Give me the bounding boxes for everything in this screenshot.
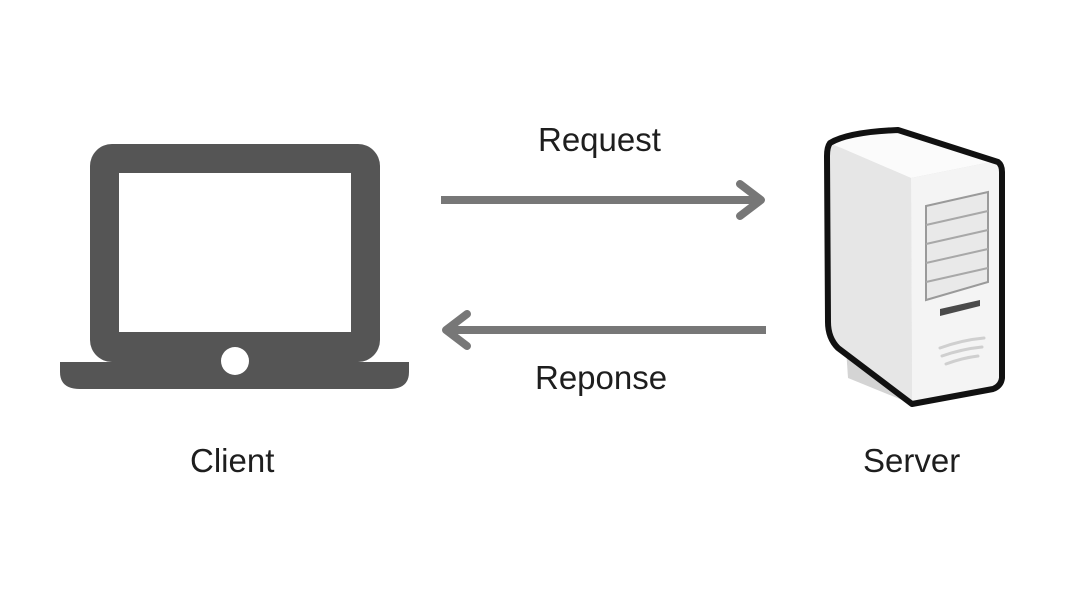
- response-label: Reponse: [535, 359, 668, 396]
- request-arrow: [441, 180, 765, 220]
- request-label: Request: [538, 121, 661, 158]
- response-arrow: [442, 310, 766, 350]
- server-label: Server: [863, 442, 961, 479]
- laptop-icon: [60, 144, 409, 389]
- server-tower-icon: [824, 127, 1005, 407]
- client-label: Client: [190, 442, 275, 479]
